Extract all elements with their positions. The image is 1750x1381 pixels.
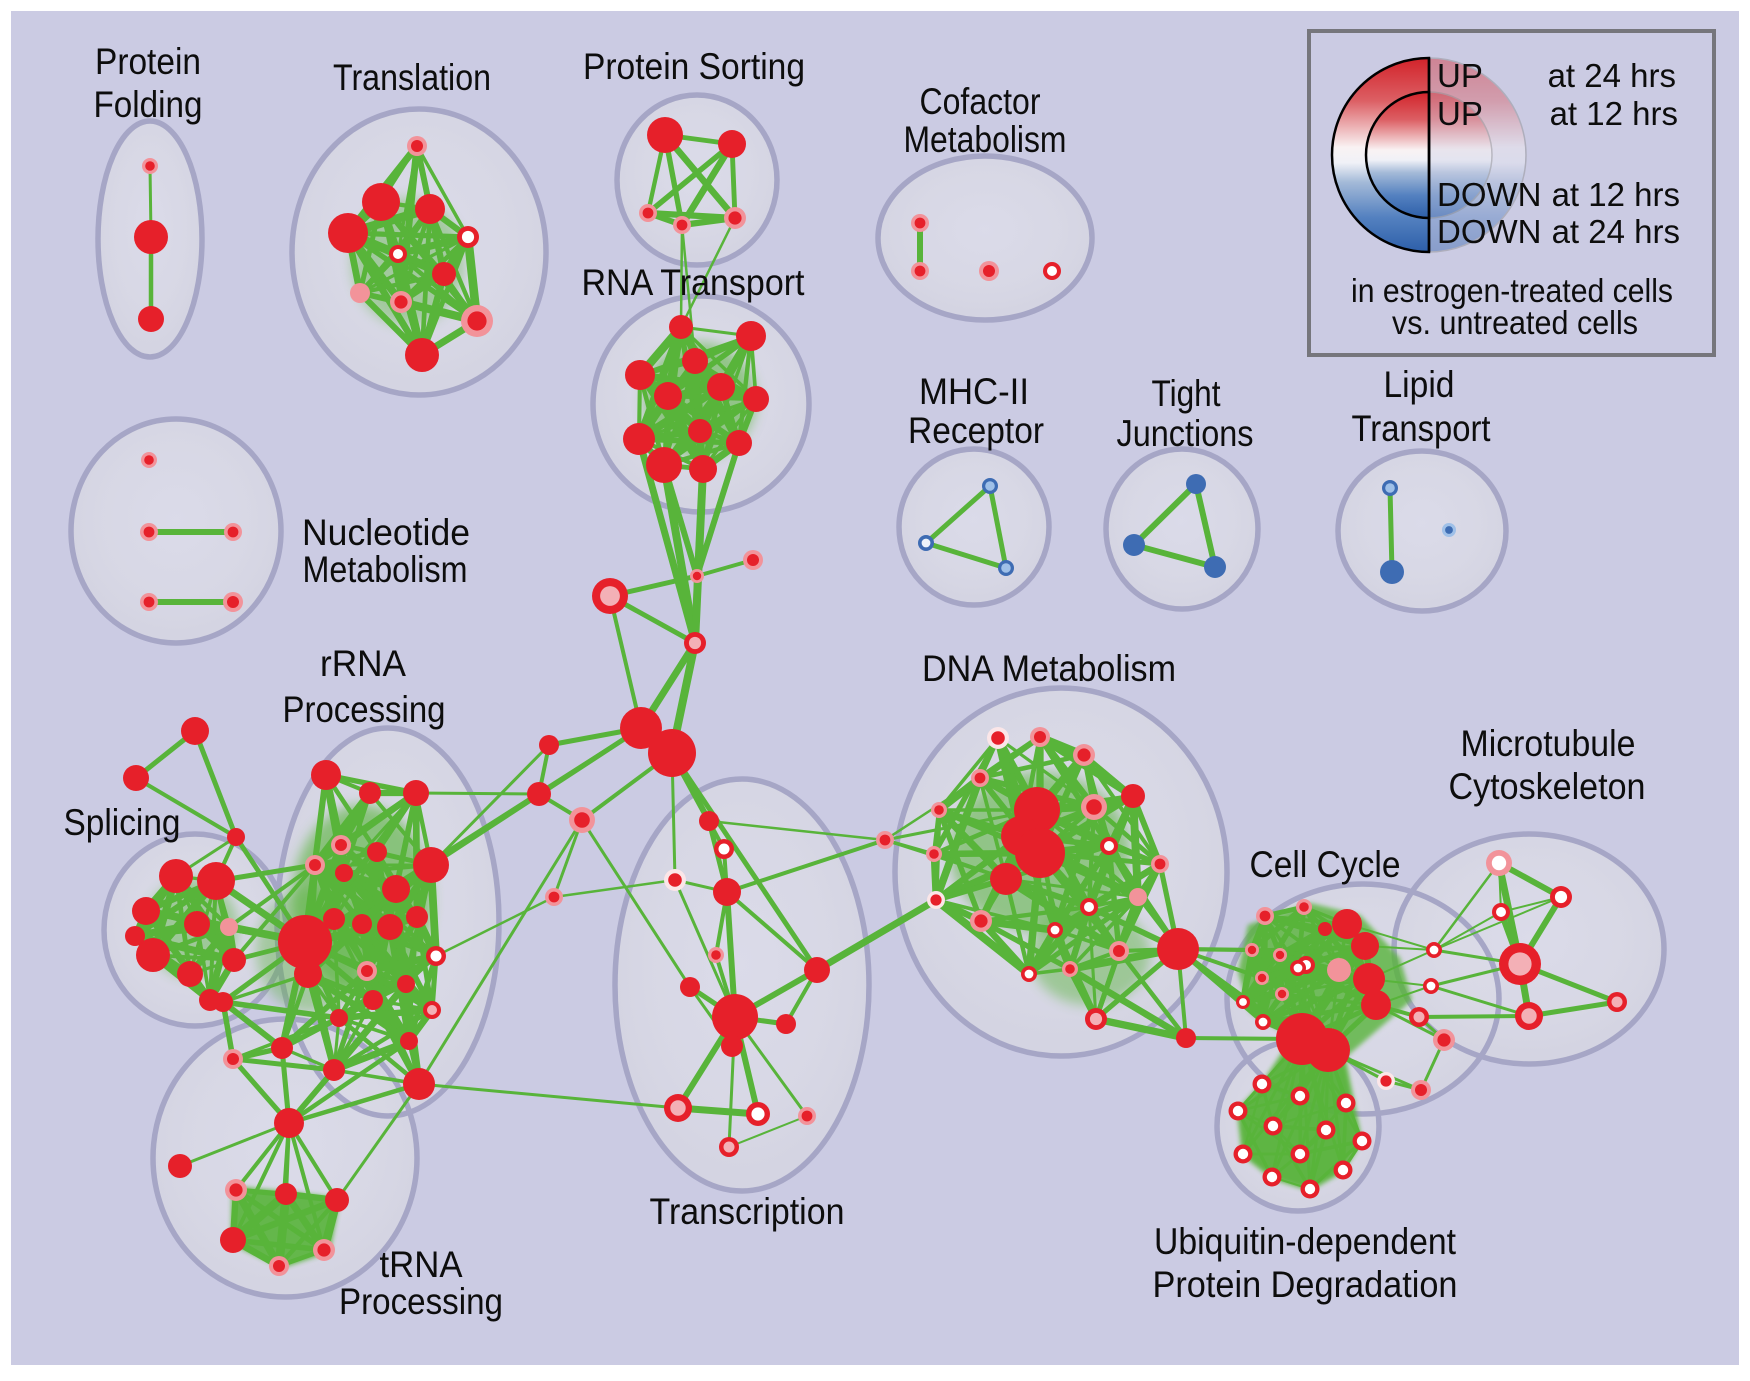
svg-text:in estrogen-treated cells: in estrogen-treated cells [1351, 272, 1673, 309]
svg-text:Protein Degradation: Protein Degradation [1153, 1264, 1458, 1305]
svg-text:RNA Transport: RNA Transport [582, 262, 806, 303]
svg-text:Metabolism: Metabolism [904, 119, 1067, 160]
svg-text:UP: UP [1437, 57, 1483, 94]
svg-text:Ubiquitin-dependent: Ubiquitin-dependent [1154, 1221, 1457, 1262]
svg-text:UP: UP [1437, 95, 1483, 132]
svg-text:at 24 hrs: at 24 hrs [1548, 57, 1676, 94]
svg-text:Microtubule: Microtubule [1461, 723, 1636, 764]
svg-text:Splicing: Splicing [64, 802, 181, 843]
svg-text:at 24 hrs: at 24 hrs [1552, 213, 1680, 250]
svg-text:Nucleotide: Nucleotide [302, 512, 470, 553]
svg-text:Processing: Processing [283, 689, 446, 730]
svg-text:Cytoskeleton: Cytoskeleton [1449, 766, 1646, 807]
svg-text:rRNA: rRNA [320, 643, 406, 684]
svg-text:Protein: Protein [95, 41, 201, 82]
svg-text:at 12 hrs: at 12 hrs [1550, 95, 1678, 132]
svg-text:Metabolism: Metabolism [303, 549, 468, 590]
svg-text:Folding: Folding [94, 84, 203, 125]
svg-text:MHC-II: MHC-II [919, 371, 1029, 412]
svg-text:Junctions: Junctions [1117, 413, 1254, 454]
svg-text:Cofactor: Cofactor [920, 81, 1041, 122]
svg-text:Receptor: Receptor [908, 410, 1044, 451]
svg-text:Transport: Transport [1352, 408, 1492, 449]
svg-text:Transcription: Transcription [650, 1191, 845, 1232]
svg-text:DNA Metabolism: DNA Metabolism [922, 648, 1176, 689]
svg-text:Tight: Tight [1152, 373, 1222, 414]
svg-text:Protein Sorting: Protein Sorting [583, 46, 805, 87]
svg-text:Cell Cycle: Cell Cycle [1250, 844, 1401, 885]
svg-text:tRNA: tRNA [380, 1244, 463, 1285]
svg-text:Processing: Processing [339, 1281, 503, 1322]
svg-text:at 12 hrs: at 12 hrs [1552, 176, 1680, 213]
svg-text:Lipid: Lipid [1384, 364, 1455, 405]
svg-text:DOWN: DOWN [1437, 213, 1541, 250]
svg-text:Translation: Translation [333, 57, 491, 98]
svg-text:DOWN: DOWN [1437, 176, 1541, 213]
svg-text:vs. untreated cells: vs. untreated cells [1392, 304, 1638, 341]
